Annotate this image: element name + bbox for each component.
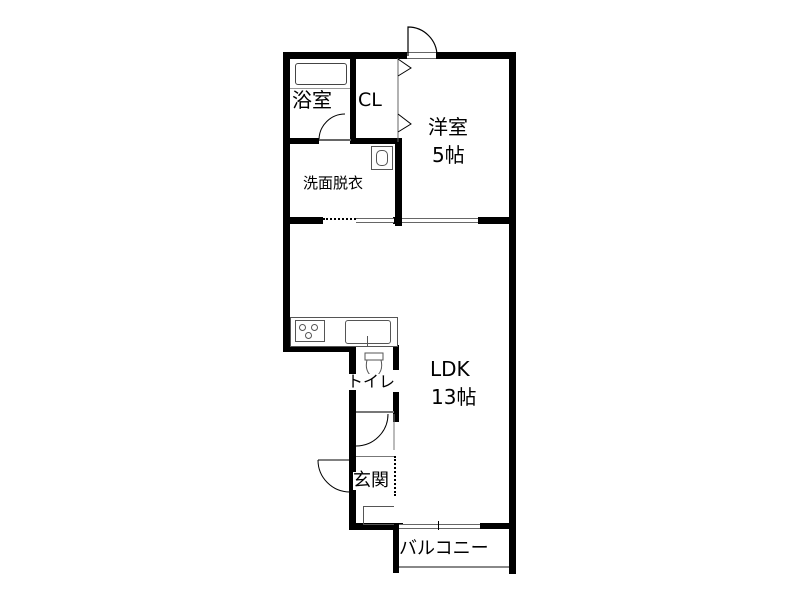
entrance-step	[356, 456, 394, 457]
shoe-cabinet-icon	[363, 506, 394, 525]
entrance-window	[394, 456, 399, 496]
wall-right	[509, 52, 516, 574]
wash-vent	[323, 218, 356, 224]
wall-toilet-left	[349, 345, 356, 530]
bath-divider	[290, 88, 350, 89]
door-swing-top-icon	[407, 26, 438, 57]
room-label-washroom: 洗面脱衣	[303, 174, 364, 192]
wash-door-opening	[356, 218, 394, 223]
room-size-western: 5帖	[432, 143, 465, 167]
stove-icon	[295, 320, 325, 342]
washbasin-icon	[371, 146, 393, 170]
toilet-divider	[356, 411, 394, 413]
wall-top-left	[283, 52, 407, 59]
wall-ldk-bottom-right	[480, 523, 514, 529]
wall-bath-closet	[350, 52, 356, 142]
room-label-entrance: 玄関	[353, 470, 389, 491]
wall-western-bottom-right	[478, 217, 514, 224]
wall-bath-bottom	[283, 138, 319, 144]
room-size-ldk: 13帖	[431, 385, 477, 409]
wall-toilet-right-2	[393, 392, 399, 422]
western-sliding-door	[402, 218, 478, 223]
wall-toilet-right	[393, 345, 399, 370]
balcony-mullion	[438, 521, 439, 530]
wall-top-right	[436, 52, 516, 59]
sink-icon	[345, 320, 391, 344]
entrance-door-icon	[317, 459, 351, 493]
toilet-door-icon	[356, 414, 395, 450]
wall-kitchen-bottom	[283, 345, 356, 352]
bathtub-icon	[295, 63, 347, 85]
balcony-rail	[399, 566, 509, 568]
wall-ldk-bottom-left	[393, 523, 403, 529]
entrance-door-opening	[407, 52, 436, 59]
room-label-western: 洋室	[428, 115, 468, 139]
wall-western-left	[395, 138, 402, 226]
closet-door-icon	[397, 58, 412, 142]
wall-left-upper	[283, 52, 290, 352]
wall-bath-bottom-2	[350, 138, 402, 144]
wall-wash-right-post	[393, 217, 402, 224]
room-label-toilet: トイレ	[347, 372, 396, 391]
wall-entrance-bottom	[349, 523, 397, 530]
room-label-bath: 浴室	[292, 88, 332, 112]
wall-balcony-left	[393, 523, 399, 573]
bath-door-icon	[318, 113, 351, 141]
room-label-ldk: LDK	[430, 357, 470, 381]
room-label-closet: CL	[358, 89, 382, 111]
wall-wash-bottom	[283, 217, 323, 224]
faucet-icon	[367, 336, 368, 346]
room-label-balcony: バルコニー	[399, 538, 489, 559]
balcony-sliding-window	[399, 524, 480, 529]
